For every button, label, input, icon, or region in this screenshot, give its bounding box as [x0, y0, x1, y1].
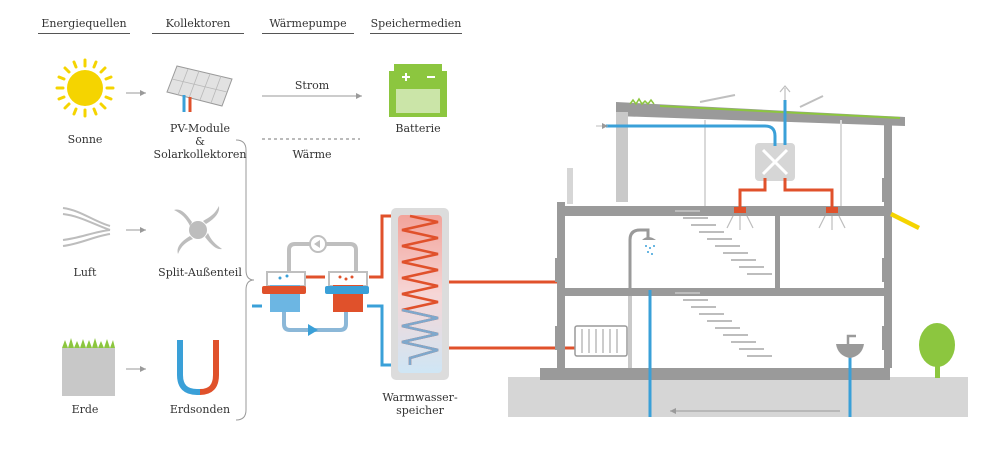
header-collectors: Kollektoren — [152, 17, 244, 34]
air-icon — [62, 207, 111, 247]
hot-water-tank-icon — [391, 208, 449, 380]
label-ground-probes: Erdsonden — [169, 403, 231, 416]
collector-brace — [235, 139, 255, 421]
label-pv-line3: Solarkollektoren — [153, 148, 247, 161]
label-power: Strom — [294, 79, 330, 92]
header-heat-pump: Wärmepumpe — [262, 17, 354, 34]
label-earth: Erde — [71, 403, 99, 416]
tree-icon — [919, 323, 955, 378]
label-split-outdoor-unit: Split-Außenteil — [158, 266, 242, 279]
label-pv-line2: & — [195, 135, 205, 148]
heat-pump-icon — [262, 235, 369, 336]
header-storage-media: Speichermedien — [370, 17, 462, 34]
battery-icon — [389, 64, 447, 117]
split-outdoor-fan-icon — [174, 206, 222, 254]
label-air: Luft — [73, 266, 97, 279]
earth-icon — [62, 338, 115, 396]
label-battery: Batterie — [395, 122, 441, 135]
ground-probe-icon — [177, 340, 219, 395]
label-hot-water-tank: Warmwasser- speicher — [376, 391, 464, 417]
house-cross-section — [508, 85, 968, 417]
label-pv-line1: PV-Module — [169, 122, 231, 135]
label-heat: Wärme — [292, 148, 332, 161]
sun-icon — [55, 58, 115, 118]
pv-module-icon — [166, 65, 233, 112]
label-tank-line1: Warmwasser- — [382, 391, 458, 404]
label-sun: Sonne — [67, 133, 103, 146]
header-energy-sources: Energiequellen — [38, 17, 130, 34]
label-tank-line2: speicher — [396, 404, 444, 417]
label-pv-modules: PV-Module & Solarkollektoren — [148, 122, 252, 161]
